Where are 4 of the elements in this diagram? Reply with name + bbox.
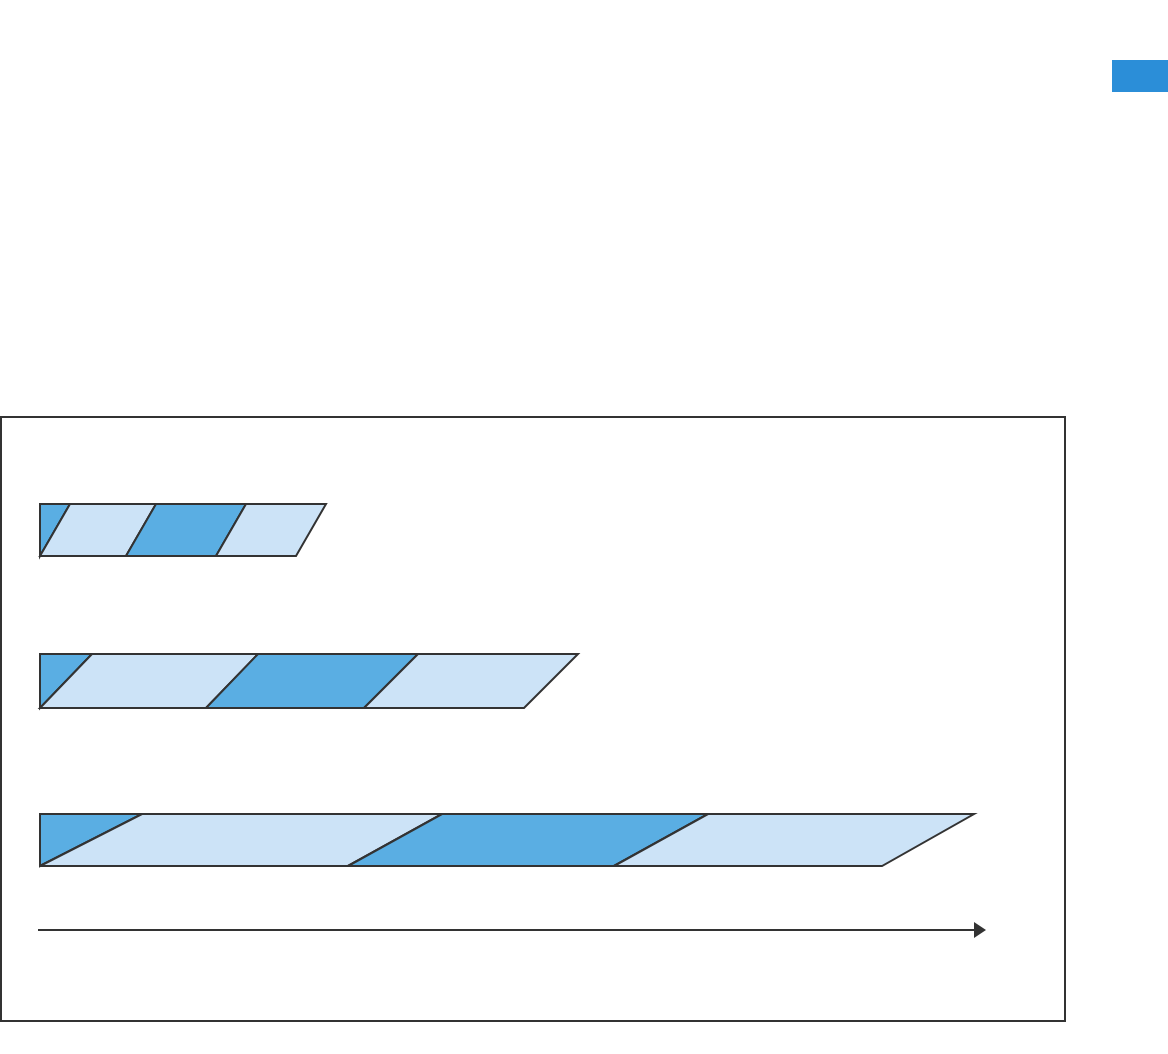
striped-bar xyxy=(40,504,326,556)
panel xyxy=(0,416,1066,1022)
striped-bar xyxy=(40,654,578,708)
striped-bar xyxy=(40,814,974,866)
